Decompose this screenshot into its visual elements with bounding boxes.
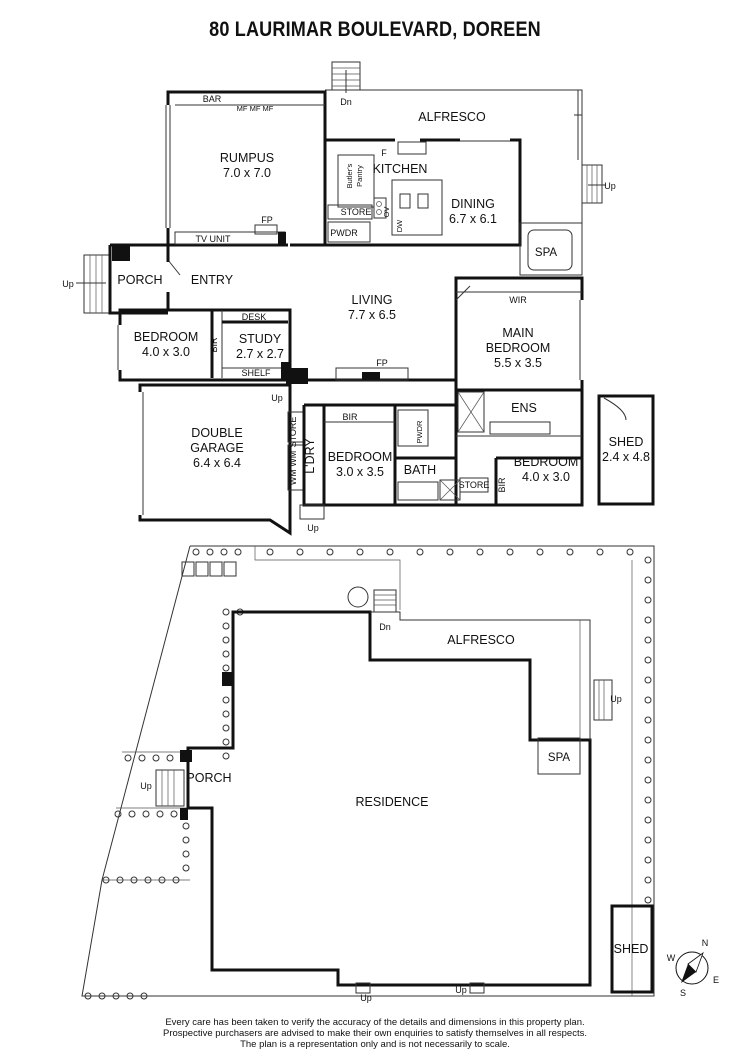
label-up-ldry: Up	[307, 523, 319, 533]
compass-icon	[675, 951, 709, 985]
label-shed: SHED	[609, 435, 644, 449]
label-living: LIVING	[352, 293, 393, 307]
label-bedroom-east-dims: 4.0 x 3.0	[522, 470, 570, 484]
site-label-dn: Dn	[379, 622, 391, 632]
label-main-line2: BEDROOM	[486, 341, 551, 355]
label-main-dims: 5.5 x 3.5	[494, 356, 542, 370]
site-shed	[610, 904, 654, 994]
label-rumpus: RUMPUS	[220, 151, 274, 165]
label-dn-top: Dn	[340, 97, 352, 107]
site-label-alfresco: ALFRESCO	[447, 633, 515, 647]
label-tv-unit: TV UNIT	[196, 234, 232, 244]
label-desk: DESK	[242, 312, 267, 322]
label-up-east: Up	[604, 181, 616, 191]
site-label-up-bottom-left: Up	[360, 993, 372, 1003]
label-pwdr2: PWDR	[415, 420, 424, 443]
porch-stairs	[83, 254, 111, 314]
property-title: 80 LAURIMAR BOULEVARD, DOREEN	[209, 18, 541, 41]
disclaimer-line-1: Every care has been taken to verify the …	[165, 1017, 585, 1028]
disclaimer: Every care has been taken to verify the …	[0, 1017, 750, 1050]
label-study: STUDY	[239, 332, 282, 346]
hedge-top	[84, 548, 652, 1000]
label-kitchen: KITCHEN	[373, 162, 428, 176]
label-pwdr: PWDR	[330, 228, 358, 238]
site-stairs-porch	[155, 769, 185, 807]
label-butlers: Butler's	[345, 163, 354, 188]
label-rumpus-dims: 7.0 x 7.0	[223, 166, 271, 180]
label-ens: ENS	[511, 401, 537, 415]
label-garage-dims: 6.4 x 6.4	[193, 456, 241, 470]
label-wir: WIR	[509, 295, 527, 305]
label-mf: MF MF MF	[237, 104, 274, 113]
site-label-residence: RESIDENCE	[356, 795, 429, 809]
site-label-shed: SHED	[614, 942, 649, 956]
label-wm: WM WM	[288, 451, 298, 485]
label-alfresco: ALFRESCO	[418, 110, 486, 124]
label-pantry: Pantry	[355, 165, 364, 187]
label-dining-dims: 6.7 x 6.1	[449, 212, 497, 226]
site-label-spa: SPA	[548, 752, 570, 764]
label-bir-west: BIR	[209, 337, 219, 353]
label-up-garage: Up	[271, 393, 283, 403]
site-label-up-porch: Up	[140, 781, 152, 791]
label-main-line1: MAIN	[502, 326, 533, 340]
compass-w: W	[667, 953, 676, 963]
site-spa	[537, 737, 581, 775]
label-bath: BATH	[404, 463, 436, 477]
site-stairs-dn	[347, 586, 397, 613]
label-bedroom-west-dims: 4.0 x 3.0	[142, 345, 190, 359]
label-fp-living: FP	[376, 358, 388, 368]
spa-outline	[519, 222, 583, 276]
label-shelf: SHELF	[241, 368, 271, 378]
shed-walls	[597, 394, 655, 506]
label-store-kitchen: STORE	[341, 207, 372, 217]
label-bar: BAR	[203, 94, 222, 104]
site-plan	[81, 545, 709, 1000]
label-entry: ENTRY	[191, 273, 234, 287]
label-fp-rumpus: FP	[261, 215, 273, 225]
label-living-dims: 7.7 x 6.5	[348, 308, 396, 322]
label-store-garage: STORE	[288, 417, 298, 448]
label-bir-mid: BIR	[342, 412, 358, 422]
label-dining: DINING	[451, 197, 495, 211]
disclaimer-line-3: The plan is a representation only and is…	[240, 1039, 510, 1050]
site-label-porch: PORCH	[186, 771, 231, 785]
label-up-porch: Up	[62, 279, 74, 289]
residence-outline	[186, 610, 592, 987]
label-store-hall: STORE	[459, 480, 490, 490]
label-study-dims: 2.7 x 2.7	[236, 347, 284, 361]
label-ldry: L'DRY	[303, 438, 317, 474]
stairs-top	[331, 61, 361, 93]
compass-n: N	[702, 938, 709, 948]
label-shed-dims: 2.4 x 4.8	[602, 450, 650, 464]
floor-plan	[76, 61, 655, 536]
stairs-east	[581, 164, 606, 204]
label-bedroom-mid: BEDROOM	[328, 450, 393, 464]
label-porch: PORCH	[117, 273, 162, 287]
site-label-up-bottom-right: Up	[455, 985, 467, 995]
site-label-up-east: Up	[610, 694, 622, 704]
site-stairs-east	[593, 679, 613, 721]
compass-e: E	[713, 975, 719, 985]
site-boundary	[81, 545, 655, 997]
label-fridge: F	[381, 148, 387, 158]
main-bedroom-walls	[454, 276, 584, 507]
compass-s: S	[680, 988, 686, 998]
label-bedroom-west: BEDROOM	[134, 330, 199, 344]
label-dw: DW	[395, 219, 404, 232]
label-ov: OV	[382, 207, 391, 218]
label-bedroom-mid-dims: 3.0 x 3.5	[336, 465, 384, 479]
label-garage-line2: GARAGE	[190, 441, 244, 455]
label-spa: SPA	[535, 247, 557, 259]
label-garage-line1: DOUBLE	[191, 426, 242, 440]
disclaimer-line-2: Prospective purchasers are advised to ma…	[162, 1028, 587, 1039]
label-bir-east: BIR	[497, 477, 507, 493]
label-bedroom-east: BEDROOM	[514, 455, 579, 469]
